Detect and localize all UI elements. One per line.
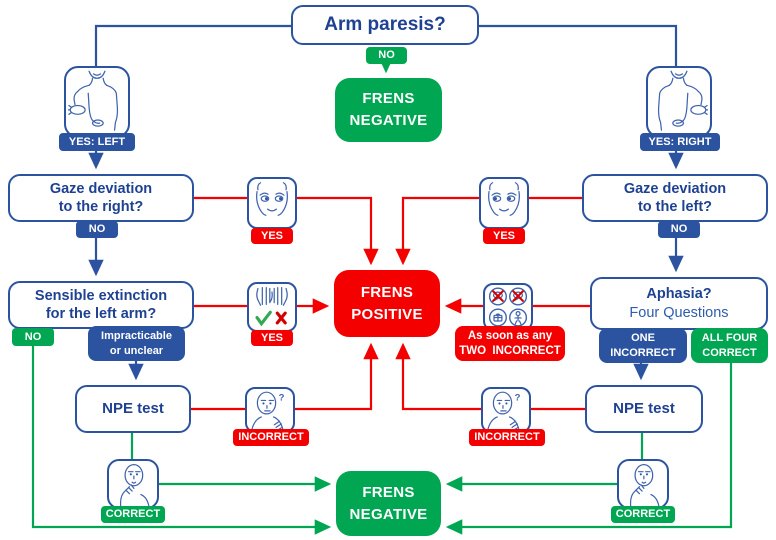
frens-positive-line2: POSITIVE — [351, 305, 423, 323]
aphasia-line1: Aphasia? — [646, 286, 712, 303]
impracticable-line1: Impracticable — [101, 330, 172, 343]
one-incorrect-line1: ONE — [631, 332, 655, 345]
incorrect-label: INCORRECT — [474, 431, 540, 444]
aphasia-node: Aphasia? Four Questions — [590, 277, 768, 330]
all-four-line2: CORRECT — [702, 346, 757, 359]
gaze-right-line1: Gaze deviation — [49, 180, 153, 197]
yes-left-badge: YES: LEFT — [59, 133, 135, 151]
no-label: NO — [378, 49, 395, 62]
arm-paresis-no-badge: NO — [366, 47, 407, 64]
npe-incorrect-face-right-icon: ? — [481, 387, 531, 433]
yes-label: YES — [260, 331, 283, 344]
left-arm-paresis-icon — [64, 66, 130, 138]
aphasia-line2: Four Questions — [629, 304, 729, 321]
npe-correct-face-left-icon — [107, 459, 159, 509]
npe-correct-face-right-icon — [617, 459, 669, 509]
correct-label: CORRECT — [105, 508, 161, 521]
arm-paresis-label: Arm paresis? — [324, 14, 446, 36]
frens-negative-line2: NEGATIVE — [349, 112, 428, 129]
gaze-right-yes-badge: YES — [251, 228, 293, 244]
svg-text:?: ? — [279, 392, 285, 403]
extinction-yes-badge: YES — [251, 330, 293, 346]
gaze-deviation-left-node: Gaze deviation to the left? — [582, 174, 768, 222]
gaze-left-line1: Gaze deviation — [623, 180, 727, 197]
frens-negative-line1: FRENS — [362, 90, 415, 108]
no-label: NO — [24, 330, 42, 343]
yes-label: YES — [492, 229, 515, 242]
impracticable-badge: Impracticable or unclear — [88, 326, 185, 361]
frens-negative-top-node: FRENS NEGATIVE — [335, 78, 442, 142]
extinction-hands-icon — [247, 282, 297, 332]
no-label: NO — [88, 223, 106, 236]
npe-incorrect-left-badge: INCORRECT — [233, 429, 309, 446]
gaze-left-no-badge: NO — [658, 221, 700, 238]
yes-right-badge: YES: RIGHT — [640, 133, 720, 151]
npe-correct-right-badge: CORRECT — [611, 506, 675, 523]
extinction-line1: Sensible extinction — [34, 287, 168, 304]
npe-left-label: NPE test — [102, 399, 164, 417]
npe-test-right-node: NPE test — [585, 385, 703, 433]
gaze-left-line2: to the left? — [637, 199, 713, 215]
gaze-right-line2: to the right? — [58, 199, 144, 215]
incorrect-label: INCORRECT — [238, 431, 304, 444]
right-arm-paresis-icon — [646, 66, 712, 138]
one-incorrect-badge: ONE INCORRECT — [599, 328, 687, 363]
all-four-correct-badge: ALL FOUR CORRECT — [691, 328, 768, 363]
no-label: NO — [670, 223, 688, 236]
correct-label: CORRECT — [615, 508, 671, 521]
yes-left-label: YES: LEFT — [68, 135, 126, 148]
frens-positive-node: FRENS POSITIVE — [334, 270, 440, 337]
gaze-right-no-badge: NO — [76, 221, 118, 238]
frens-negative-line2: NEGATIVE — [349, 505, 428, 523]
npe-test-left-node: NPE test — [75, 385, 191, 433]
four-questions-grid-icon — [483, 283, 533, 331]
extinction-no-badge: NO — [12, 328, 54, 346]
npe-incorrect-face-left-icon: ? — [245, 387, 295, 433]
sensible-extinction-node: Sensible extinction for the left arm? — [8, 281, 194, 329]
npe-correct-left-badge: CORRECT — [101, 506, 165, 523]
one-incorrect-line2: INCORRECT — [610, 346, 676, 359]
extinction-line2: for the left arm? — [45, 306, 157, 322]
frens-negative-line1: FRENS — [362, 483, 415, 501]
yes-right-label: YES: RIGHT — [648, 135, 712, 148]
yes-label: YES — [260, 229, 283, 242]
two-incorrect-line1: As soon as any — [467, 329, 553, 342]
npe-right-label: NPE test — [613, 399, 675, 417]
all-four-line1: ALL FOUR — [701, 332, 758, 345]
frens-positive-line1: FRENS — [360, 283, 414, 301]
gaze-face-left-icon — [247, 177, 297, 229]
npe-incorrect-right-badge: INCORRECT — [469, 429, 545, 446]
two-incorrect-badge: As soon as any TWO INCORRECT — [455, 326, 565, 361]
gaze-deviation-right-node: Gaze deviation to the right? — [8, 174, 194, 222]
svg-text:?: ? — [515, 392, 521, 403]
gaze-face-right-icon — [479, 177, 529, 229]
gaze-left-yes-badge: YES — [483, 228, 525, 244]
two-incorrect-line2: TWO INCORRECT — [459, 344, 561, 357]
arm-paresis-node: Arm paresis? — [291, 5, 479, 45]
impracticable-line2: or unclear — [109, 344, 164, 357]
frens-negative-bottom-node: FRENS NEGATIVE — [336, 471, 441, 536]
